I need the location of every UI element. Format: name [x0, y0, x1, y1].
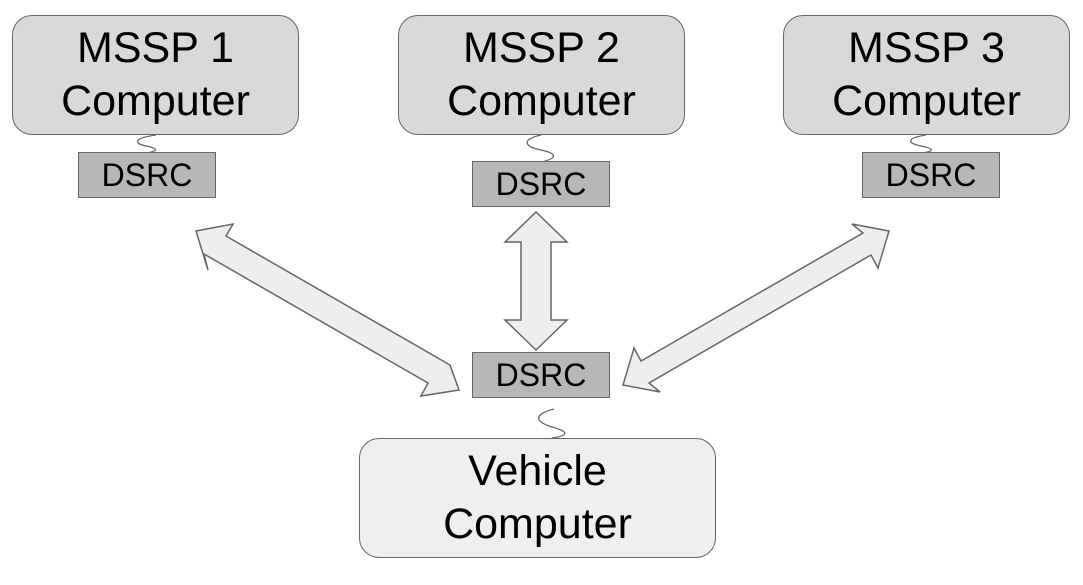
mssp-1-dsrc-radio: DSRC [78, 152, 216, 198]
mssp-2-subtitle: Computer [447, 77, 636, 125]
vehicle-subtitle: Computer [443, 500, 632, 548]
mssp-3-computer: MSSP 3 Computer [783, 15, 1070, 135]
mssp-3-dsrc-radio: DSRC [862, 152, 1000, 198]
link-arrow-mssp-2 [503, 210, 569, 352]
mssp-3-title: MSSP 3 [848, 24, 1005, 72]
mssp-1-title: MSSP 1 [77, 24, 234, 72]
vehicle-title: Vehicle [468, 447, 607, 495]
mssp-2-antenna-squiggle [526, 134, 555, 163]
vehicle-computer: Vehicle Computer [359, 438, 716, 558]
mssp-2-dsrc-radio: DSRC [472, 161, 610, 207]
mssp-2-computer: MSSP 2 Computer [398, 15, 685, 135]
vehicle-antenna-squiggle [538, 408, 566, 439]
mssp-1-computer: MSSP 1 Computer [12, 15, 299, 135]
mssp-2-title: MSSP 2 [463, 24, 620, 72]
vehicle-dsrc-radio: DSRC [472, 352, 610, 398]
link-arrow-mssp-3 [622, 223, 890, 393]
mssp-1-subtitle: Computer [61, 77, 250, 125]
mssp-3-antenna-squiggle [910, 134, 933, 154]
mssp-3-subtitle: Computer [832, 77, 1021, 125]
mssp-1-antenna-squiggle [136, 134, 157, 154]
link-arrow-mssp-1 [195, 222, 461, 397]
